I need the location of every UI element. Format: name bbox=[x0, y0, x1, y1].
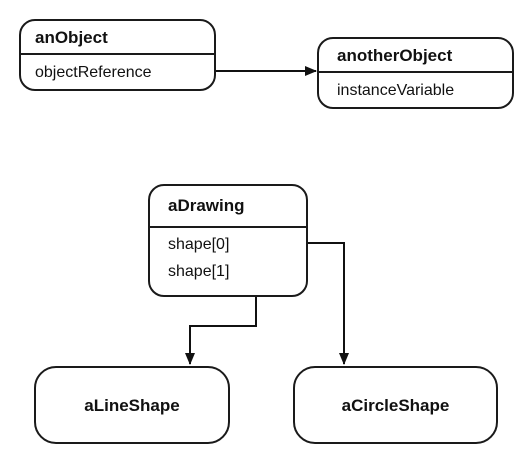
another-object-title: anotherObject bbox=[337, 46, 453, 65]
a-drawing-box: aDrawing shape[0] shape[1] bbox=[148, 184, 308, 297]
instance-variable-field: instanceVariable bbox=[337, 82, 455, 99]
an-object-box: anObject objectReference bbox=[19, 19, 216, 91]
another-object-box: anotherObject instanceVariable bbox=[317, 37, 514, 109]
a-drawing-title: aDrawing bbox=[168, 196, 245, 215]
a-drawing-header: aDrawing bbox=[150, 186, 306, 228]
shape0-field: shape[0] bbox=[168, 236, 230, 253]
a-line-shape-box: aLineShape bbox=[34, 366, 230, 444]
an-object-title: anObject bbox=[35, 28, 108, 47]
object-reference-field: objectReference bbox=[35, 64, 152, 81]
an-object-header: anObject bbox=[21, 21, 214, 55]
a-circle-shape-box: aCircleShape bbox=[293, 366, 498, 444]
a-circle-shape-title: aCircleShape bbox=[341, 396, 450, 415]
shape1-field: shape[1] bbox=[168, 263, 230, 280]
a-line-shape-title: aLineShape bbox=[84, 396, 180, 415]
another-object-header: anotherObject bbox=[319, 39, 512, 73]
shape1-arrow bbox=[185, 270, 257, 365]
